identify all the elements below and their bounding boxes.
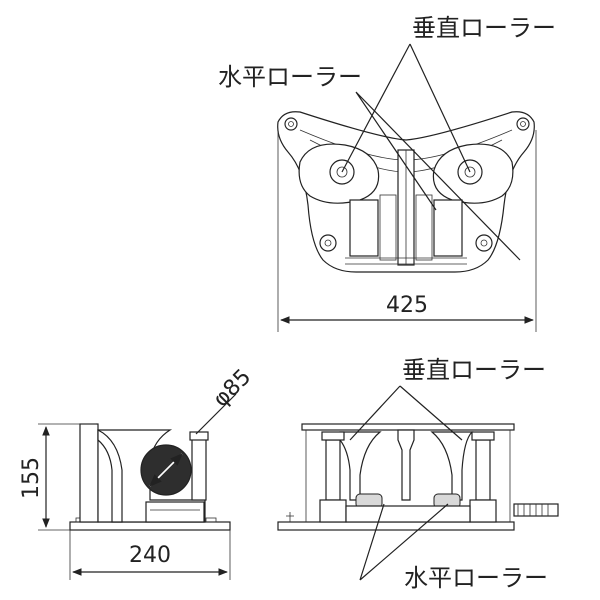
top-label-horizontal-roller: 水平ローラー	[218, 63, 362, 91]
front-right-vertical-roller	[475, 439, 491, 501]
side-height-dimension: 155	[19, 457, 44, 499]
side-base-plate	[69, 521, 231, 531]
side-view: φ85 155 240	[19, 365, 256, 580]
left-horizontal-roller	[349, 199, 379, 257]
front-label-horizontal-roller: 水平ローラー	[404, 564, 548, 592]
front-base-plate	[277, 521, 515, 531]
top-width-dimension: 425	[386, 293, 428, 318]
right-vertical-roller	[432, 143, 514, 204]
top-view: 垂直ローラー 水平ローラー 425	[218, 14, 556, 332]
side-diameter-dimension: φ85	[209, 365, 257, 413]
front-left-vertical-roller	[325, 439, 341, 501]
front-label-vertical-roller: 垂直ローラー	[402, 356, 546, 384]
top-label-vertical-roller: 垂直ローラー	[412, 14, 556, 42]
right-horizontal-roller	[433, 199, 463, 257]
side-width-dimension: 240	[129, 543, 171, 568]
left-vertical-roller	[298, 143, 380, 204]
front-view: 垂直ローラー 水平ローラー	[277, 356, 559, 592]
